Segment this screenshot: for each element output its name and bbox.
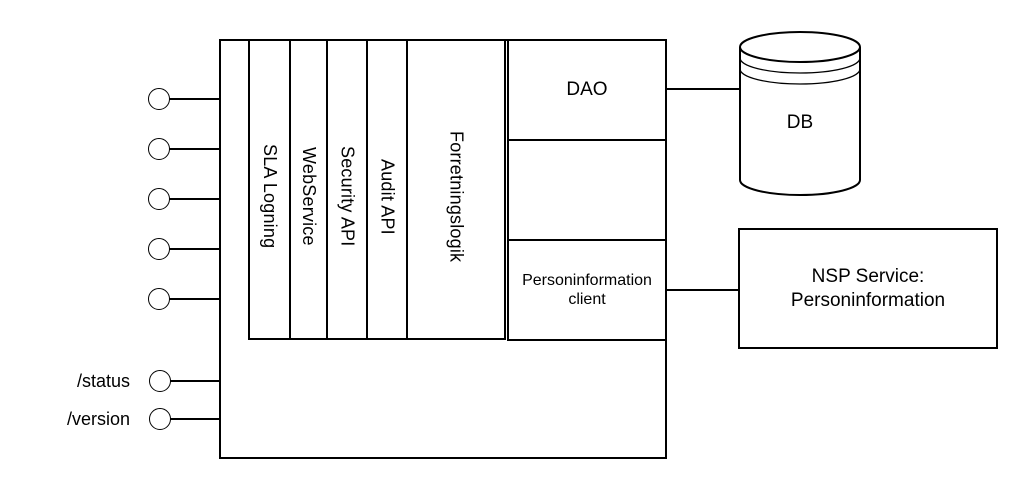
endpoint-circle: [148, 88, 170, 110]
layer-separator: [366, 41, 368, 338]
status-endpoint-label: /status: [76, 371, 130, 391]
connector-client-nsp: [666, 289, 740, 291]
personinformation-client-box: Personinformation client: [507, 239, 667, 341]
layer-label: Security API: [337, 146, 358, 247]
dao-label: DAO: [566, 79, 608, 100]
layer-separator: [289, 41, 291, 338]
layer-separator: [406, 41, 408, 338]
endpoint-line: [169, 198, 220, 200]
connector-dao-db: [666, 88, 740, 90]
status-endpoint-circle: [149, 370, 171, 392]
dao-box: DAO: [507, 39, 667, 141]
endpoint-circle: [148, 138, 170, 160]
layer-label: SLA Logning: [260, 144, 280, 249]
endpoint-line: [169, 98, 220, 100]
layer-sla-logning: SLA Logning: [250, 41, 289, 338]
layer-separator: [326, 41, 328, 338]
nsp-service-line2: Personinformation: [790, 289, 946, 311]
layer-label: WebService: [299, 147, 319, 246]
endpoint-line: [169, 148, 220, 150]
nsp-service-box: NSP Service: Personinformation: [738, 228, 998, 349]
layer-security-api: Security API: [328, 41, 366, 338]
endpoint-circle: [148, 238, 170, 260]
nsp-service-line1: NSP Service:: [811, 265, 925, 287]
db-cylinder-icon: [738, 30, 862, 198]
layer-label: Forretningslogik: [446, 130, 467, 263]
version-endpoint-line: [170, 418, 220, 420]
personinformation-client-label: Personinformation client: [522, 272, 652, 308]
db-label: DB: [786, 112, 814, 133]
endpoint-line: [169, 248, 220, 250]
layer-webservice: WebService: [291, 41, 326, 338]
version-endpoint-circle: [149, 408, 171, 430]
endpoint-line: [169, 298, 220, 300]
layer-audit-api: Audit API: [368, 41, 406, 338]
version-endpoint-label: /version: [66, 409, 130, 429]
status-endpoint-line: [170, 380, 220, 382]
endpoint-circle: [148, 288, 170, 310]
module-empty-box: [507, 139, 667, 241]
endpoint-circle: [148, 188, 170, 210]
layer-forretningslogik: Forretningslogik: [408, 41, 504, 338]
layers-strip: SLA Logning WebService Security API Audi…: [248, 39, 506, 340]
layer-label: Audit API: [377, 158, 398, 235]
